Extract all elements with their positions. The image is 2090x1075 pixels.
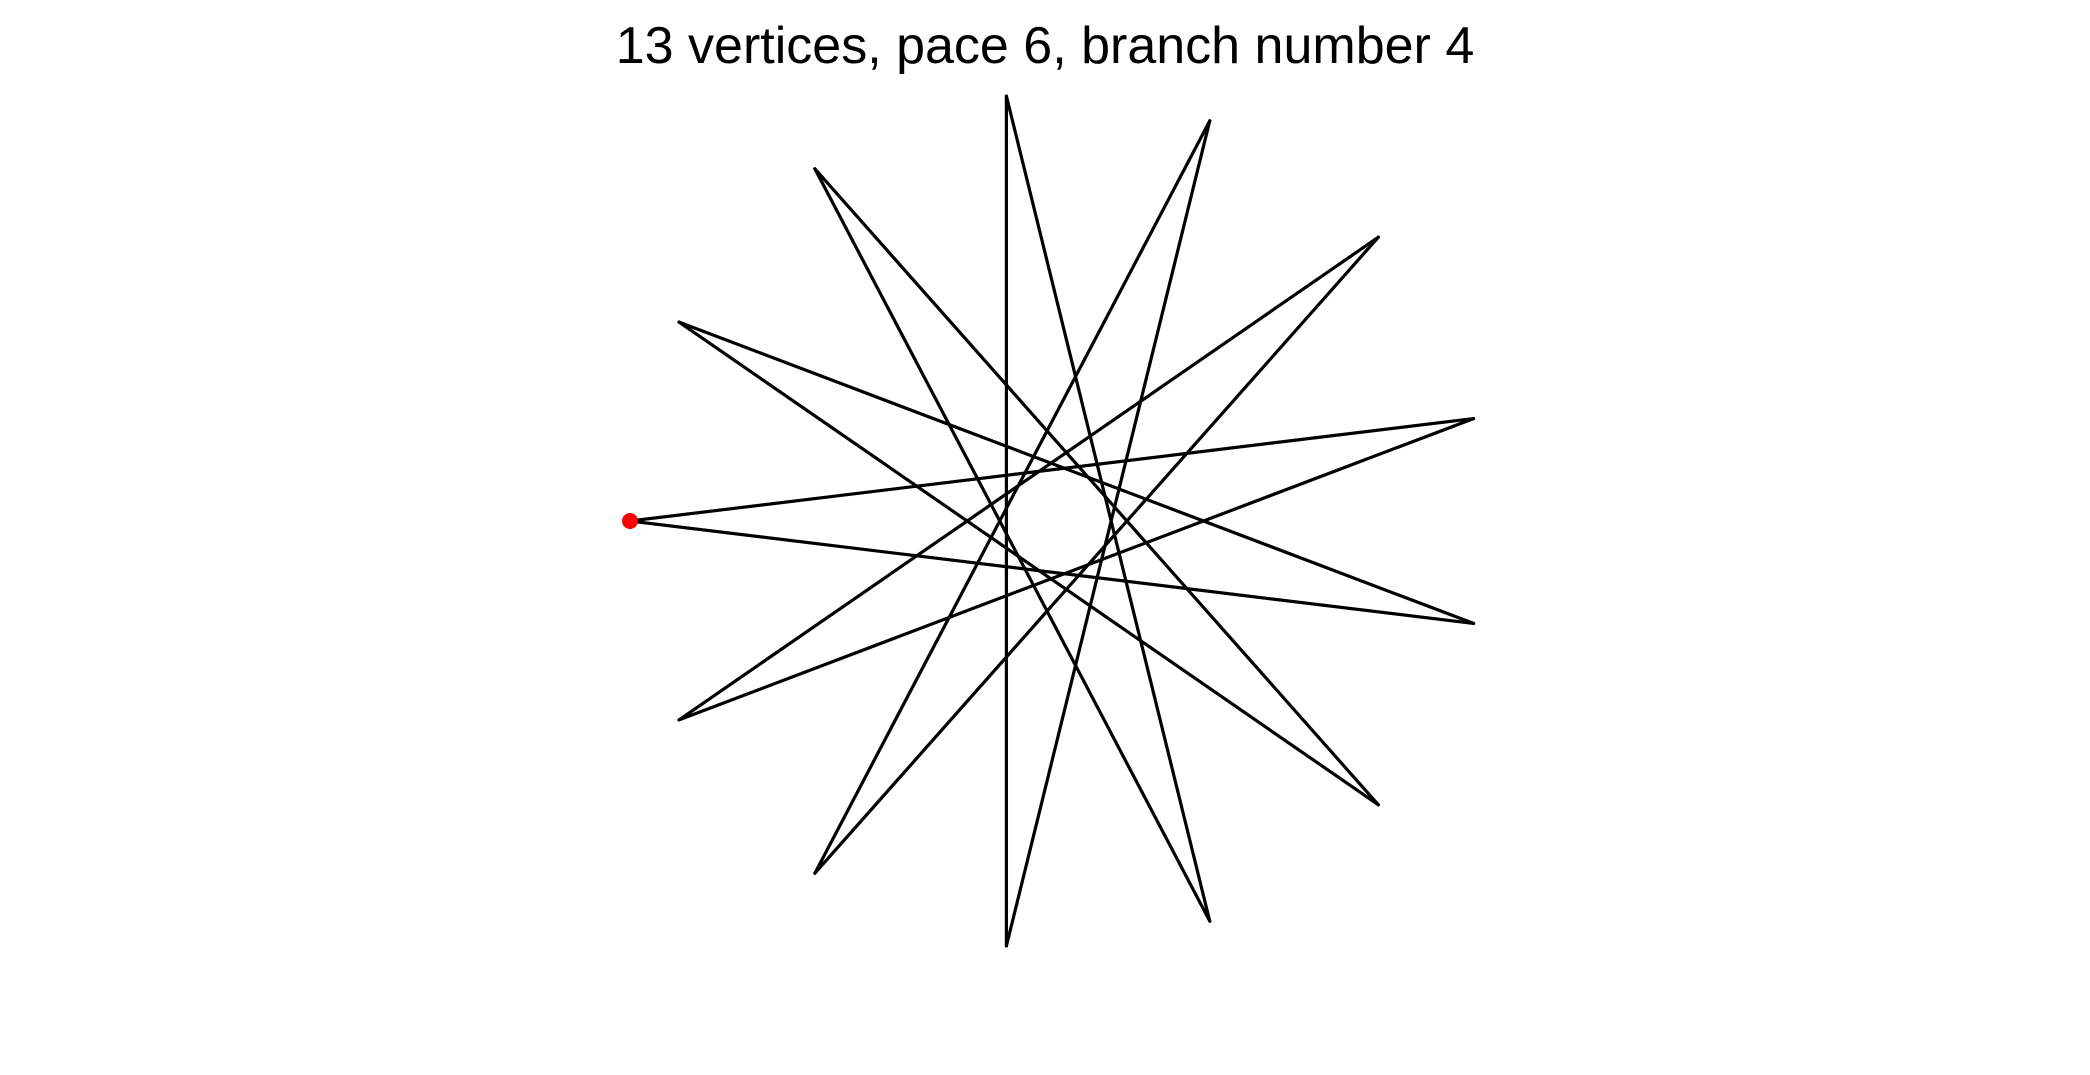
plot-title: 13 vertices, pace 6, branch number 4: [615, 17, 1475, 75]
star-edge: [813, 167, 1212, 923]
star-edge: [813, 167, 1380, 807]
star-edge: [677, 320, 1476, 626]
start-vertex-marker: [622, 513, 638, 529]
star-edge: [1004, 119, 1212, 948]
star-edge: [628, 519, 1476, 626]
star-edge: [813, 235, 1380, 875]
star-edge: [677, 320, 1380, 807]
star-edge: [628, 416, 1476, 523]
star-edge: [1004, 94, 1212, 923]
star-edge: [677, 416, 1476, 722]
star-edge: [813, 119, 1212, 875]
star-edge: [677, 235, 1380, 722]
